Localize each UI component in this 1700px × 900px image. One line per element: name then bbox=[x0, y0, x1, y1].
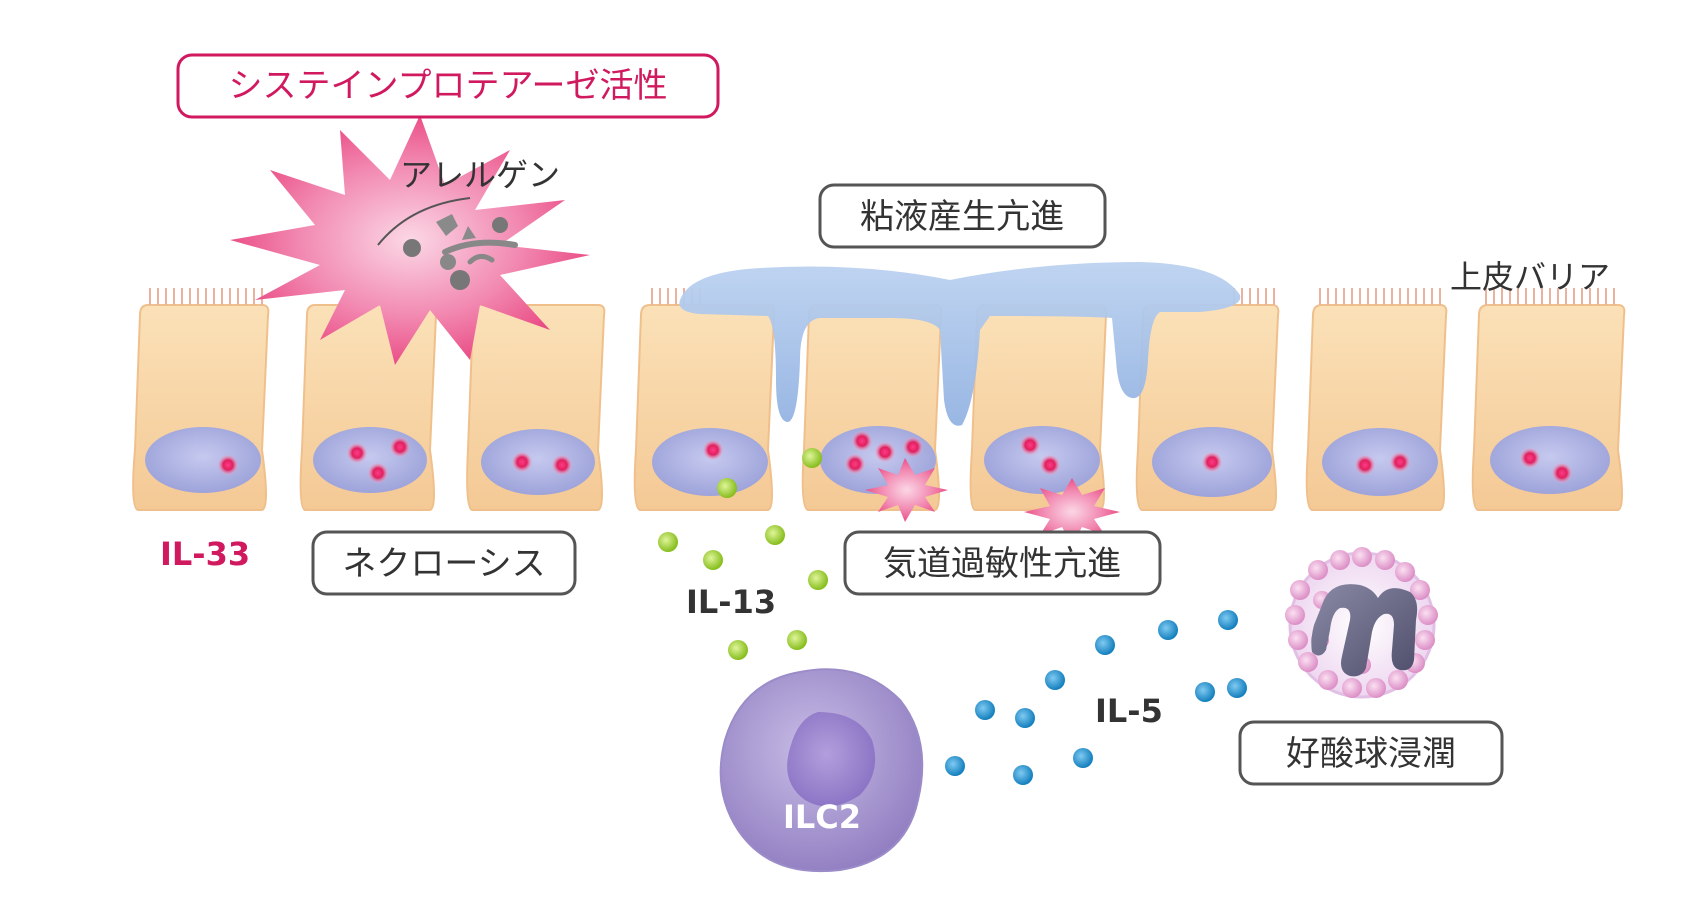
il33-dot bbox=[1520, 448, 1540, 468]
il33-dot bbox=[347, 443, 367, 463]
allergen-particle bbox=[440, 254, 456, 270]
il13-molecule bbox=[765, 525, 785, 545]
eosinophil-cell-icon bbox=[1285, 547, 1438, 699]
ilc2-cell-icon bbox=[719, 668, 924, 873]
il13-molecules bbox=[658, 448, 828, 660]
il33-dot bbox=[1202, 452, 1222, 472]
eosinophil-nucleus bbox=[1311, 584, 1418, 677]
epithelial-cell bbox=[1305, 288, 1448, 511]
il33-dot bbox=[1552, 463, 1572, 483]
allergen-burst-icon bbox=[230, 115, 590, 365]
epithelial-cell bbox=[466, 304, 606, 511]
il13-molecule bbox=[728, 640, 748, 660]
cysteine-protease-label: システインプロテアーゼ活性 bbox=[229, 66, 668, 106]
il33-dot bbox=[845, 454, 865, 474]
il5-molecule bbox=[1073, 748, 1093, 768]
il5-molecule bbox=[1013, 765, 1033, 785]
il13-molecule bbox=[808, 570, 828, 590]
il33-dot bbox=[1355, 455, 1375, 475]
damage-burst-icon bbox=[865, 458, 948, 522]
epithelial-cells bbox=[132, 288, 1626, 511]
allergen-particle bbox=[403, 239, 421, 257]
allergen-particle bbox=[450, 270, 470, 290]
il13-molecule bbox=[802, 448, 822, 468]
nucleus bbox=[1490, 426, 1610, 494]
epithelial-barrier-label: 上皮バリア bbox=[1450, 258, 1610, 296]
il33-label: IL-33 bbox=[160, 535, 250, 573]
il5-molecule bbox=[1015, 708, 1035, 728]
il33-dot bbox=[1040, 455, 1060, 475]
damage-burst-icon bbox=[1024, 478, 1120, 545]
il5-molecule bbox=[1158, 620, 1178, 640]
necrosis-label: ネクローシス bbox=[342, 544, 545, 584]
nucleus bbox=[481, 429, 595, 495]
il33-dot bbox=[390, 437, 410, 457]
epithelial-cell bbox=[132, 288, 270, 511]
nucleus bbox=[652, 428, 768, 496]
il33-dot bbox=[903, 437, 923, 457]
allergen-particle bbox=[436, 214, 458, 236]
il33-dot bbox=[368, 463, 388, 483]
cilia bbox=[149, 288, 263, 305]
mucus-layer bbox=[679, 262, 1241, 426]
il33-dot bbox=[512, 452, 532, 472]
eosinophil-label: 好酸球浸潤 bbox=[1286, 734, 1456, 774]
il5-molecule bbox=[1195, 682, 1215, 702]
il5-molecule bbox=[1227, 678, 1247, 698]
il5-molecule bbox=[975, 700, 995, 720]
il13-label: IL-13 bbox=[686, 583, 776, 621]
cysteine-protease-box bbox=[176, 53, 720, 119]
il13-molecule bbox=[658, 532, 678, 552]
allergen-particle bbox=[462, 226, 476, 240]
il13-molecule bbox=[703, 550, 723, 570]
airway-hyper-label: 気道過敏性亢進 bbox=[883, 544, 1121, 584]
mucus-box bbox=[818, 183, 1107, 249]
il13-molecule bbox=[787, 630, 807, 650]
allergen-label: アレルゲン bbox=[400, 156, 560, 194]
il5-molecule bbox=[1218, 610, 1238, 630]
airway-hyper-box bbox=[843, 530, 1162, 596]
ilc2-label: ILC2 bbox=[783, 798, 861, 836]
necrosis-box bbox=[311, 530, 577, 596]
allergen-particle bbox=[442, 239, 518, 255]
il33-dot bbox=[852, 431, 872, 451]
cilia bbox=[1319, 288, 1441, 305]
il13-molecule bbox=[717, 478, 737, 498]
epithelial-cell bbox=[633, 288, 776, 511]
epithelial-cell bbox=[299, 304, 438, 511]
il33-dot bbox=[875, 442, 895, 462]
il33-dot bbox=[1390, 452, 1410, 472]
mucus-label: 粘液産生亢進 bbox=[860, 197, 1064, 237]
allergen-particle bbox=[467, 254, 495, 265]
il5-molecule bbox=[1045, 670, 1065, 690]
allergen-particle bbox=[492, 217, 508, 233]
nucleus bbox=[145, 427, 261, 493]
il5-molecules bbox=[945, 610, 1247, 785]
eosinophil-box bbox=[1238, 720, 1504, 786]
nucleus bbox=[313, 427, 427, 493]
il5-molecule bbox=[945, 756, 965, 776]
il5-molecule bbox=[1095, 635, 1115, 655]
il33-dot bbox=[218, 455, 238, 475]
epithelial-cell bbox=[1135, 288, 1280, 511]
il33-dot bbox=[703, 440, 723, 460]
epithelial-cell bbox=[1471, 288, 1626, 511]
il5-label: IL-5 bbox=[1095, 692, 1163, 730]
epithelial-cell bbox=[969, 304, 1108, 511]
il33-dot bbox=[1020, 435, 1040, 455]
nucleus bbox=[1322, 428, 1438, 496]
cilia bbox=[1485, 288, 1615, 305]
il33-dot bbox=[552, 455, 572, 475]
